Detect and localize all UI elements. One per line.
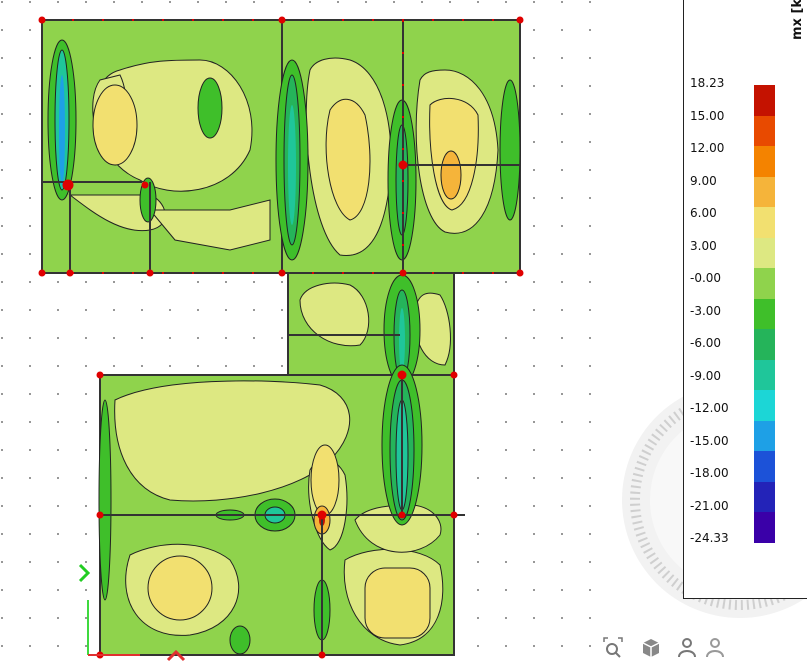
- legend-tick-label: -12.00: [690, 401, 729, 415]
- legend-tick-label: 6.00: [690, 206, 717, 220]
- legend-color-swatch: [754, 176, 775, 208]
- support-markers: [38, 16, 524, 659]
- legend-tick-label: -15.00: [690, 433, 729, 448]
- legend-color-swatch: [754, 207, 775, 238]
- legend-tick-label: -21.00: [690, 498, 729, 513]
- slab-middle: [287, 272, 455, 386]
- legend-tick-label: -0.00: [690, 271, 722, 285]
- legend-tick-label: 9.00: [690, 173, 717, 188]
- legend-tick-label: -3.00: [690, 303, 722, 318]
- legend-tick-label: 15.00: [690, 108, 725, 123]
- legend-color-swatch: [754, 481, 775, 513]
- legend-color-swatch: [754, 390, 775, 421]
- legend-tick-label: -24.33: [690, 531, 729, 545]
- legend-color-swatch: [754, 85, 775, 116]
- view-cube-icon[interactable]: [640, 636, 662, 660]
- legend-color-swatch: [754, 115, 775, 147]
- legend-color-swatch: [754, 146, 775, 177]
- legend-title: mx [kNm/m]: [790, 0, 805, 40]
- legend-color-swatch: [754, 359, 775, 391]
- legend-color-swatch: [754, 329, 775, 360]
- legend-tick-label: -18.00: [690, 466, 729, 480]
- legend-panel: [683, 0, 807, 599]
- legend-tick-label: -6.00: [690, 336, 722, 350]
- legend-tick-label: 12.00: [690, 141, 725, 155]
- slab-bottom: [98, 364, 465, 656]
- legend-color-swatch: [754, 298, 775, 330]
- users-icon[interactable]: [704, 636, 726, 660]
- legend-color-swatch: [754, 237, 775, 269]
- legend-tick-label: 3.00: [690, 238, 717, 253]
- legend-color-swatch: [754, 420, 775, 452]
- legend-color-swatch: [754, 512, 775, 543]
- axis-indicator: [78, 563, 186, 662]
- legend-color-swatch: [754, 451, 775, 482]
- slab-top-left: [41, 19, 283, 274]
- legend-tick-label: 18.23: [690, 76, 725, 90]
- user-icon[interactable]: [676, 636, 698, 660]
- legend-tick-label: -9.00: [690, 368, 722, 383]
- zoom-region-icon[interactable]: [602, 636, 624, 660]
- legend-color-swatch: [754, 268, 775, 299]
- slab-top-right: [275, 19, 521, 274]
